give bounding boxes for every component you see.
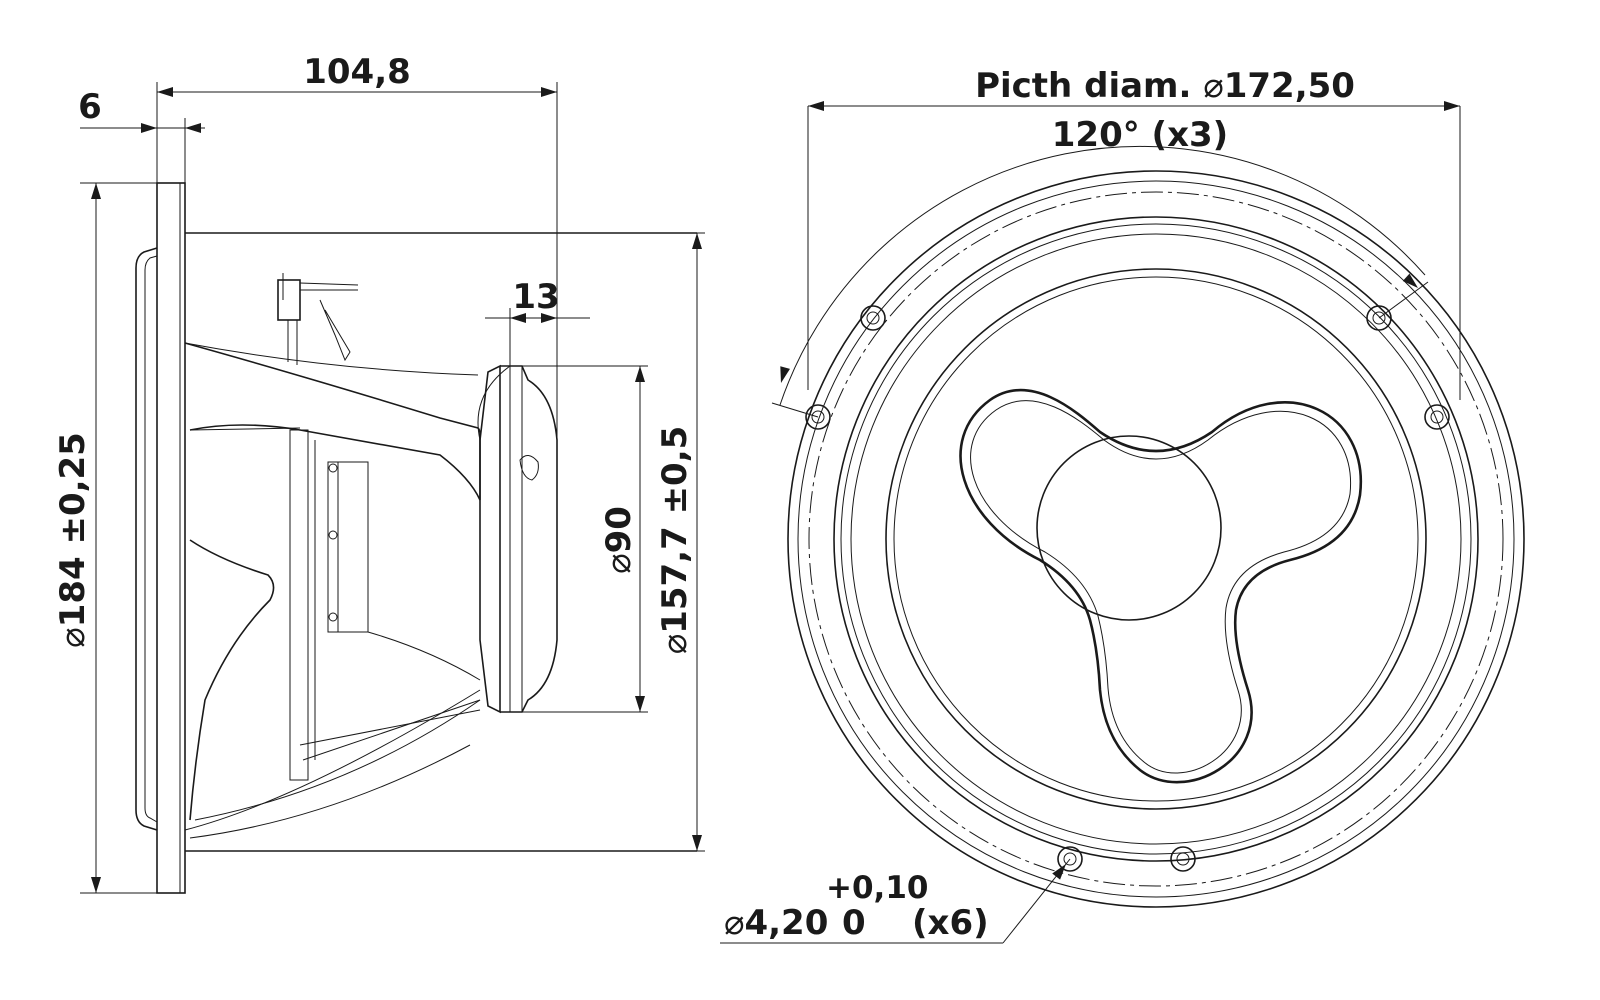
cone-trefoil <box>959 388 1363 784</box>
mount-hole <box>1057 846 1083 872</box>
magnet <box>500 365 558 713</box>
frame-outer <box>787 170 1525 908</box>
svg-text:⌀90: ⌀90 <box>599 506 639 574</box>
mounting-holes <box>805 305 1450 872</box>
hole-tolerance-minus: 0 <box>842 903 866 943</box>
pitch-circle <box>808 191 1504 887</box>
flange <box>156 182 186 894</box>
hole-tolerance-plus: +0,10 <box>826 870 928 906</box>
basket-spoke-top <box>184 342 481 501</box>
dim-depth-label: 104,8 <box>303 52 411 92</box>
angle-label: 120° (x3) <box>1052 115 1228 155</box>
diameter-symbol-icon: ⌀ <box>1203 66 1223 106</box>
svg-text:⌀184 ±0,25: ⌀184 ±0,25 <box>53 432 93 648</box>
surround-ring <box>885 268 1427 810</box>
hole-count-label: (x6) <box>912 903 989 943</box>
diameter-symbol-icon: ⌀ <box>53 627 93 647</box>
pitch-diameter-label: Picth diam. <box>975 66 1191 106</box>
basket-spoke-bottom <box>189 539 275 821</box>
mount-hole <box>1170 846 1196 872</box>
dim-outer-diameter-label: 184 ±0,25 <box>53 432 93 627</box>
front-view: Picth diam. ⌀172,50 120° (x3) ⌀4,20 +0,1… <box>720 66 1525 944</box>
dim-magnet-depth-label: 13 <box>512 277 559 317</box>
dim-magnet-diameter-label: 90 <box>599 506 639 553</box>
diameter-symbol-icon: ⌀ <box>724 903 744 943</box>
dim-flange-label: 6 <box>78 87 102 127</box>
pitch-diameter-value: 172,50 <box>1224 66 1355 106</box>
svg-text:Picth diam. ⌀172,50: Picth diam. ⌀172,50 <box>975 66 1355 106</box>
side-view: 104,8 6 13 ⌀184 ±0,25 ⌀90 <box>53 52 705 894</box>
mount-hole <box>860 305 886 331</box>
mount-hole <box>1366 305 1392 331</box>
mount-hole <box>805 404 831 430</box>
svg-text:⌀4,20: ⌀4,20 <box>724 903 828 943</box>
angle-arc <box>779 145 1426 406</box>
diameter-symbol-icon: ⌀ <box>599 553 639 573</box>
magnet-plate <box>479 364 501 714</box>
surround <box>135 247 158 831</box>
svg-text:⌀157,7 ±0,5: ⌀157,7 ±0,5 <box>655 426 695 655</box>
mount-hole <box>1424 404 1450 430</box>
dust-cap <box>1036 435 1222 621</box>
diameter-symbol-icon: ⌀ <box>655 634 695 654</box>
hole-diameter-label: 4,20 <box>744 903 828 943</box>
terminal <box>277 279 301 321</box>
dim-cutout-diameter-label: 157,7 ±0,5 <box>655 426 695 634</box>
